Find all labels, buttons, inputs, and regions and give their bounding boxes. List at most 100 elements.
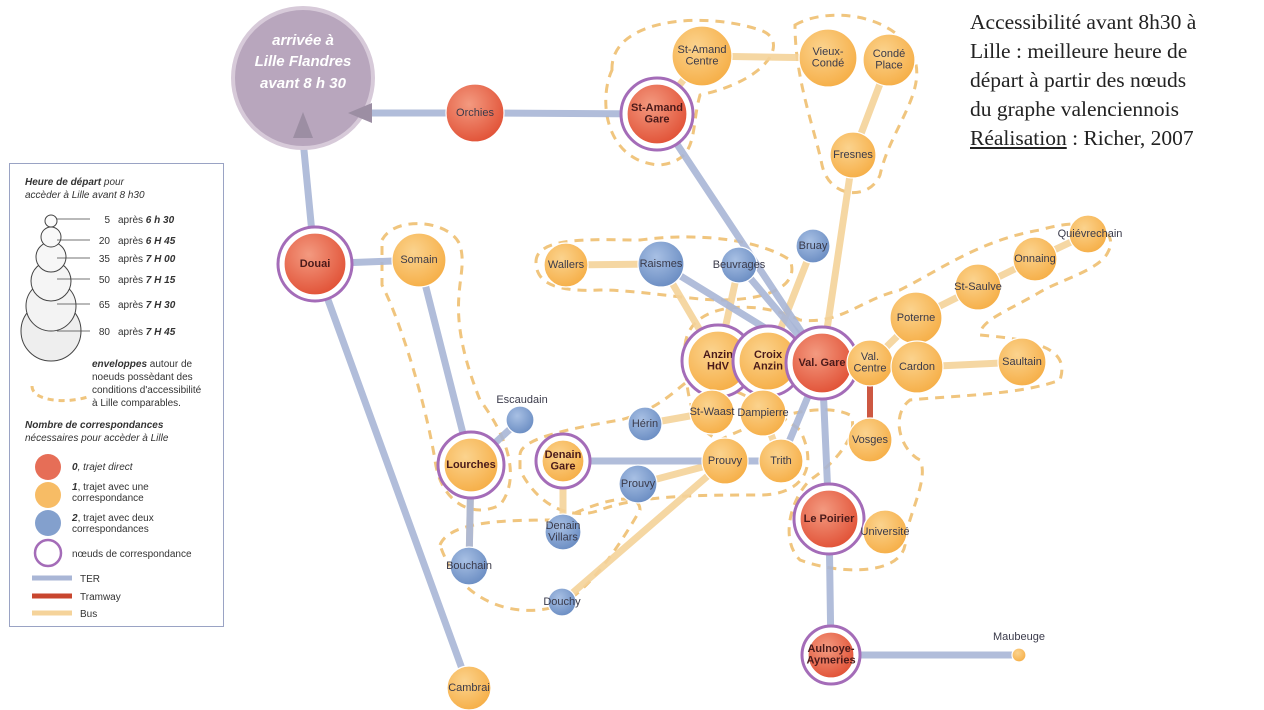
node-circle — [505, 405, 535, 435]
node-label: Hérin — [632, 418, 658, 430]
node-label: Centre — [685, 56, 718, 68]
node-douai: Douai — [276, 225, 354, 303]
envelope-outline-7 — [683, 222, 1113, 572]
node-label: Centre — [853, 363, 886, 375]
title-line-4: du graphe valenciennois — [970, 97, 1179, 121]
node-herin: Hérin — [627, 406, 663, 442]
node-label: HdV — [707, 361, 730, 373]
node-bruay: Bruay — [795, 228, 831, 264]
node-label: Trith — [770, 455, 792, 467]
envelope-outline-1 — [604, 18, 775, 167]
ter-edge-douai-cambrai — [311, 260, 473, 692]
node-label: Gare — [550, 461, 575, 473]
node-label: Denain — [546, 520, 581, 532]
node-label: St-Amand — [678, 44, 727, 56]
legend-size-time: après 6 H 45 — [118, 236, 176, 247]
node-label: Condé — [873, 48, 905, 60]
node-circle — [795, 228, 831, 264]
node-label: Place — [875, 60, 903, 72]
node-beuvrages: Beuvrages — [713, 246, 766, 284]
node-circle — [547, 587, 577, 617]
map-legend: Heure de départ pour accèder à Lille ava… — [9, 163, 224, 627]
node-orchies: Orchies — [445, 83, 505, 143]
bus-edge-douchy-prouvy-a — [558, 457, 729, 606]
node-vieux-conde: Vieux-Condé — [798, 28, 858, 88]
node-circle — [541, 439, 585, 483]
destination-circle — [231, 6, 375, 150]
node-label: Quiévrechain — [1058, 228, 1123, 240]
node-label: St-Amand — [631, 102, 683, 114]
node-circle — [544, 513, 582, 551]
legend-envelope-line-3: conditions d'accessibilité — [92, 385, 202, 396]
node-label: Onnaing — [1014, 253, 1056, 265]
legend-class-1-line-2: correspondance — [72, 493, 144, 504]
legend-tram-label: Tramway — [80, 592, 121, 603]
node-st-saulve: St-Saulve — [954, 263, 1002, 311]
node-label: Douchy — [543, 596, 581, 608]
node-onnaing: Onnaing — [1012, 236, 1058, 282]
legend-size-time: après 7 H 45 — [118, 327, 176, 338]
legend-class-2-line-2: correspondances — [72, 524, 149, 535]
node-label: Gare — [644, 114, 669, 126]
node-circle — [449, 546, 489, 586]
node-label: Maubeuge — [993, 631, 1045, 643]
node-circle — [445, 83, 505, 143]
legend-class-2: 2, trajet avec deux — [71, 513, 154, 524]
node-douchy: Douchy — [543, 587, 581, 617]
node-label: Somain — [400, 254, 437, 266]
node-label: Poterne — [897, 312, 936, 324]
node-circle — [637, 240, 685, 288]
node-raismes: Raismes — [637, 240, 685, 288]
node-circle — [720, 246, 758, 284]
node-circle — [671, 25, 733, 87]
node-label: Aulnoye- — [807, 643, 854, 655]
node-circle — [627, 406, 663, 442]
node-label: Anzin — [703, 349, 733, 361]
node-label: Vieux- — [813, 46, 844, 58]
node-circle — [618, 464, 658, 504]
node-label: Croix — [754, 349, 783, 361]
destination-line-2: Lille Flandres — [255, 53, 352, 70]
node-val-centre: Val.Centre — [846, 339, 894, 387]
legend-envelope-line-1: enveloppes autour de — [92, 359, 193, 370]
node-label: Denain — [545, 449, 582, 461]
node-bouchain: Bouchain — [446, 546, 492, 586]
ter-edge-st-amand-gare-val-gare — [653, 110, 826, 367]
node-circle — [798, 28, 858, 88]
legend-bus-label: Bus — [80, 609, 97, 620]
node-circle — [847, 417, 893, 463]
node-label: Cambrai — [448, 682, 490, 694]
node-prouvy-b: Prouvy — [618, 464, 658, 504]
node-circle — [1068, 214, 1108, 254]
map-title: Accessibilité avant 8h30 à Lille : meill… — [970, 8, 1262, 153]
legend-heading-4: nécessaires pour accèder à Lille — [25, 433, 169, 444]
destination-line-3: avant 8 h 30 — [260, 75, 347, 92]
title-line-2: Lille : meilleure heure de — [970, 39, 1188, 63]
node-label: Aymeries — [806, 655, 855, 667]
node-label: Prouvy — [708, 455, 743, 467]
legend-heading-2: accèder à Lille avant 8 h30 — [25, 190, 145, 201]
node-label: Bruay — [799, 240, 828, 252]
legend-heading-1: Heure de départ pour — [25, 177, 125, 188]
legend-ter-label: TER — [80, 574, 100, 585]
node-val-gare: Val. Gare — [784, 325, 860, 401]
node-lourches: Lourches — [436, 430, 506, 500]
node-fresnes: Fresnes — [829, 131, 877, 179]
node-circle — [689, 389, 735, 435]
node-cambrai: Cambrai — [446, 665, 492, 710]
legend-envelope-line-4: à Lille comparables. — [92, 398, 181, 409]
arrow-from-orchies-icon — [348, 103, 372, 123]
legend-two-swatch — [35, 510, 61, 536]
node-aulnoye: Aulnoye-Aymeries — [800, 624, 862, 686]
legend-direct-swatch — [35, 454, 61, 480]
node-label: Escaudain — [496, 394, 547, 406]
node-poterne: Poterne — [889, 291, 943, 345]
node-st-waast: St-Waast — [689, 389, 735, 435]
node-circle — [799, 489, 859, 549]
